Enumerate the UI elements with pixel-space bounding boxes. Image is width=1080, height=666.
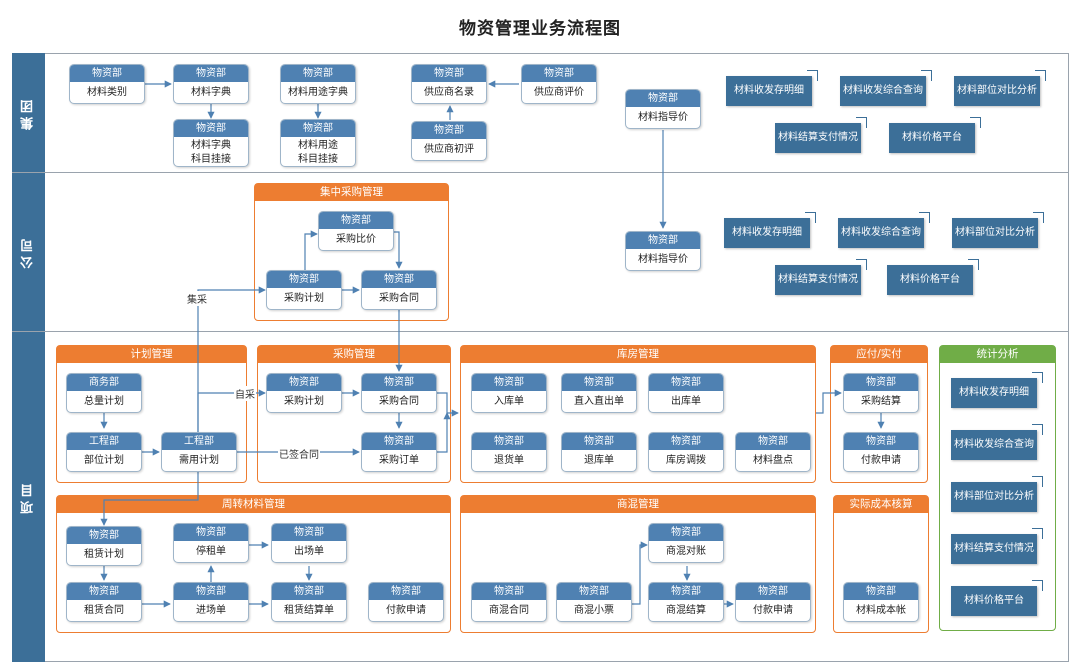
node-enter-site[interactable]: 物资部进场单 (173, 582, 249, 622)
node-concrete-payment-request[interactable]: 物资部付款申请 (735, 582, 811, 622)
node-return-goods[interactable]: 物资部退货单 (471, 432, 547, 472)
report-group-issue-query[interactable]: 材料收发综合查询 (840, 70, 932, 106)
node-stop-lease[interactable]: 物资部停租单 (173, 523, 249, 563)
report-project-settlement-payment[interactable]: 材料结算支付情况 (951, 528, 1043, 564)
node-total-plan[interactable]: 商务部总量计划 (66, 373, 142, 413)
node-concrete-ticket[interactable]: 物资部商混小票 (556, 582, 632, 622)
lane-label-company: 公司 (21, 234, 36, 269)
node-material-category[interactable]: 物资部材料类别 (69, 64, 145, 104)
node-material-cost-ledger[interactable]: 物资部材料成本帐 (843, 582, 919, 622)
lane-label-project: 项目 (21, 479, 36, 514)
report-group-stock-detail[interactable]: 材料收发存明细 (726, 70, 818, 106)
lane-label-group: 集团 (21, 95, 36, 130)
diagram-title: 物资管理业务流程图 (459, 19, 621, 39)
node-company-material-guide-price[interactable]: 物资部材料指导价 (625, 231, 701, 271)
report-company-part-comparison[interactable]: 材料部位对比分析 (952, 212, 1044, 248)
node-group-material-guide-price[interactable]: 物资部材料指导价 (625, 89, 701, 129)
node-exit-site[interactable]: 物资部出场单 (271, 523, 347, 563)
node-concrete-contract[interactable]: 物资部商混合同 (471, 582, 547, 622)
node-lease-contract[interactable]: 物资部租赁合同 (66, 582, 142, 622)
node-usage-account-link[interactable]: 物资部材料用途 科目挂接 (280, 119, 356, 167)
node-project-purchase-plan[interactable]: 物资部采购计划 (266, 373, 342, 413)
node-stock-transfer[interactable]: 物资部库房调拨 (648, 432, 724, 472)
report-group-part-comparison[interactable]: 材料部位对比分析 (954, 70, 1046, 106)
node-dictionary-account-link[interactable]: 物资部材料字典 科目挂接 (173, 119, 249, 167)
node-lease-settlement[interactable]: 物资部租赁结算单 (271, 582, 347, 622)
node-concrete-settlement[interactable]: 物资部商混结算 (648, 582, 724, 622)
edge-label-zicai: 自采 (234, 386, 256, 401)
node-company-purchase-contract[interactable]: 物资部采购合同 (361, 270, 437, 310)
report-project-issue-query[interactable]: 材料收发综合查询 (951, 424, 1043, 460)
report-company-price-platform[interactable]: 材料价格平台 (887, 259, 979, 295)
lane-separator-2 (12, 331, 1069, 332)
report-company-settlement-payment[interactable]: 材料结算支付情况 (775, 259, 867, 295)
node-part-plan[interactable]: 工程部部位计划 (66, 432, 142, 472)
report-project-price-platform[interactable]: 材料价格平台 (951, 580, 1043, 616)
node-company-purchase-plan[interactable]: 物资部采购计划 (266, 270, 342, 310)
node-supplier-evaluation[interactable]: 物资部供应商评价 (521, 64, 597, 104)
node-lease-plan[interactable]: 物资部租赁计划 (66, 526, 142, 566)
node-payment-request[interactable]: 物资部付款申请 (843, 432, 919, 472)
edge-label-signed-contract: 已签合同 (278, 446, 320, 461)
report-project-stock-detail[interactable]: 材料收发存明细 (951, 372, 1043, 408)
report-group-price-platform[interactable]: 材料价格平台 (889, 117, 981, 153)
node-return-to-stock[interactable]: 物资部退库单 (561, 432, 637, 472)
edge-label-jicai: 集采 (186, 291, 208, 306)
node-project-purchase-contract[interactable]: 物资部采购合同 (361, 373, 437, 413)
node-lease-payment-request[interactable]: 物资部付款申请 (368, 582, 444, 622)
report-company-issue-query[interactable]: 材料收发综合查询 (838, 212, 930, 248)
node-concrete-reconciliation[interactable]: 物资部商混对账 (648, 523, 724, 563)
node-material-inventory-count[interactable]: 物资部材料盘点 (735, 432, 811, 472)
report-project-part-comparison[interactable]: 材料部位对比分析 (951, 476, 1043, 512)
node-direct-in-out[interactable]: 物资部直入直出单 (561, 373, 637, 413)
node-material-dictionary[interactable]: 物资部材料字典 (173, 64, 249, 104)
node-purchase-settlement[interactable]: 物资部采购结算 (843, 373, 919, 413)
node-supplier-directory[interactable]: 物资部供应商名录 (411, 64, 487, 104)
node-stock-out[interactable]: 物资部出库单 (648, 373, 724, 413)
node-stock-in[interactable]: 物资部入库单 (471, 373, 547, 413)
node-supplier-initial-evaluation[interactable]: 物资部供应商初评 (411, 121, 487, 161)
node-purchase-order[interactable]: 物资部采购订单 (361, 432, 437, 472)
report-company-stock-detail[interactable]: 材料收发存明细 (724, 212, 816, 248)
lane-separator-1 (12, 172, 1069, 173)
node-company-price-comparison[interactable]: 物资部采购比价 (318, 211, 394, 251)
report-group-settlement-payment[interactable]: 材料结算支付情况 (775, 117, 867, 153)
node-demand-plan[interactable]: 工程部需用计划 (161, 432, 237, 472)
lane-label-column (12, 53, 45, 662)
node-material-usage-dictionary[interactable]: 物资部材料用途字典 (280, 64, 356, 104)
